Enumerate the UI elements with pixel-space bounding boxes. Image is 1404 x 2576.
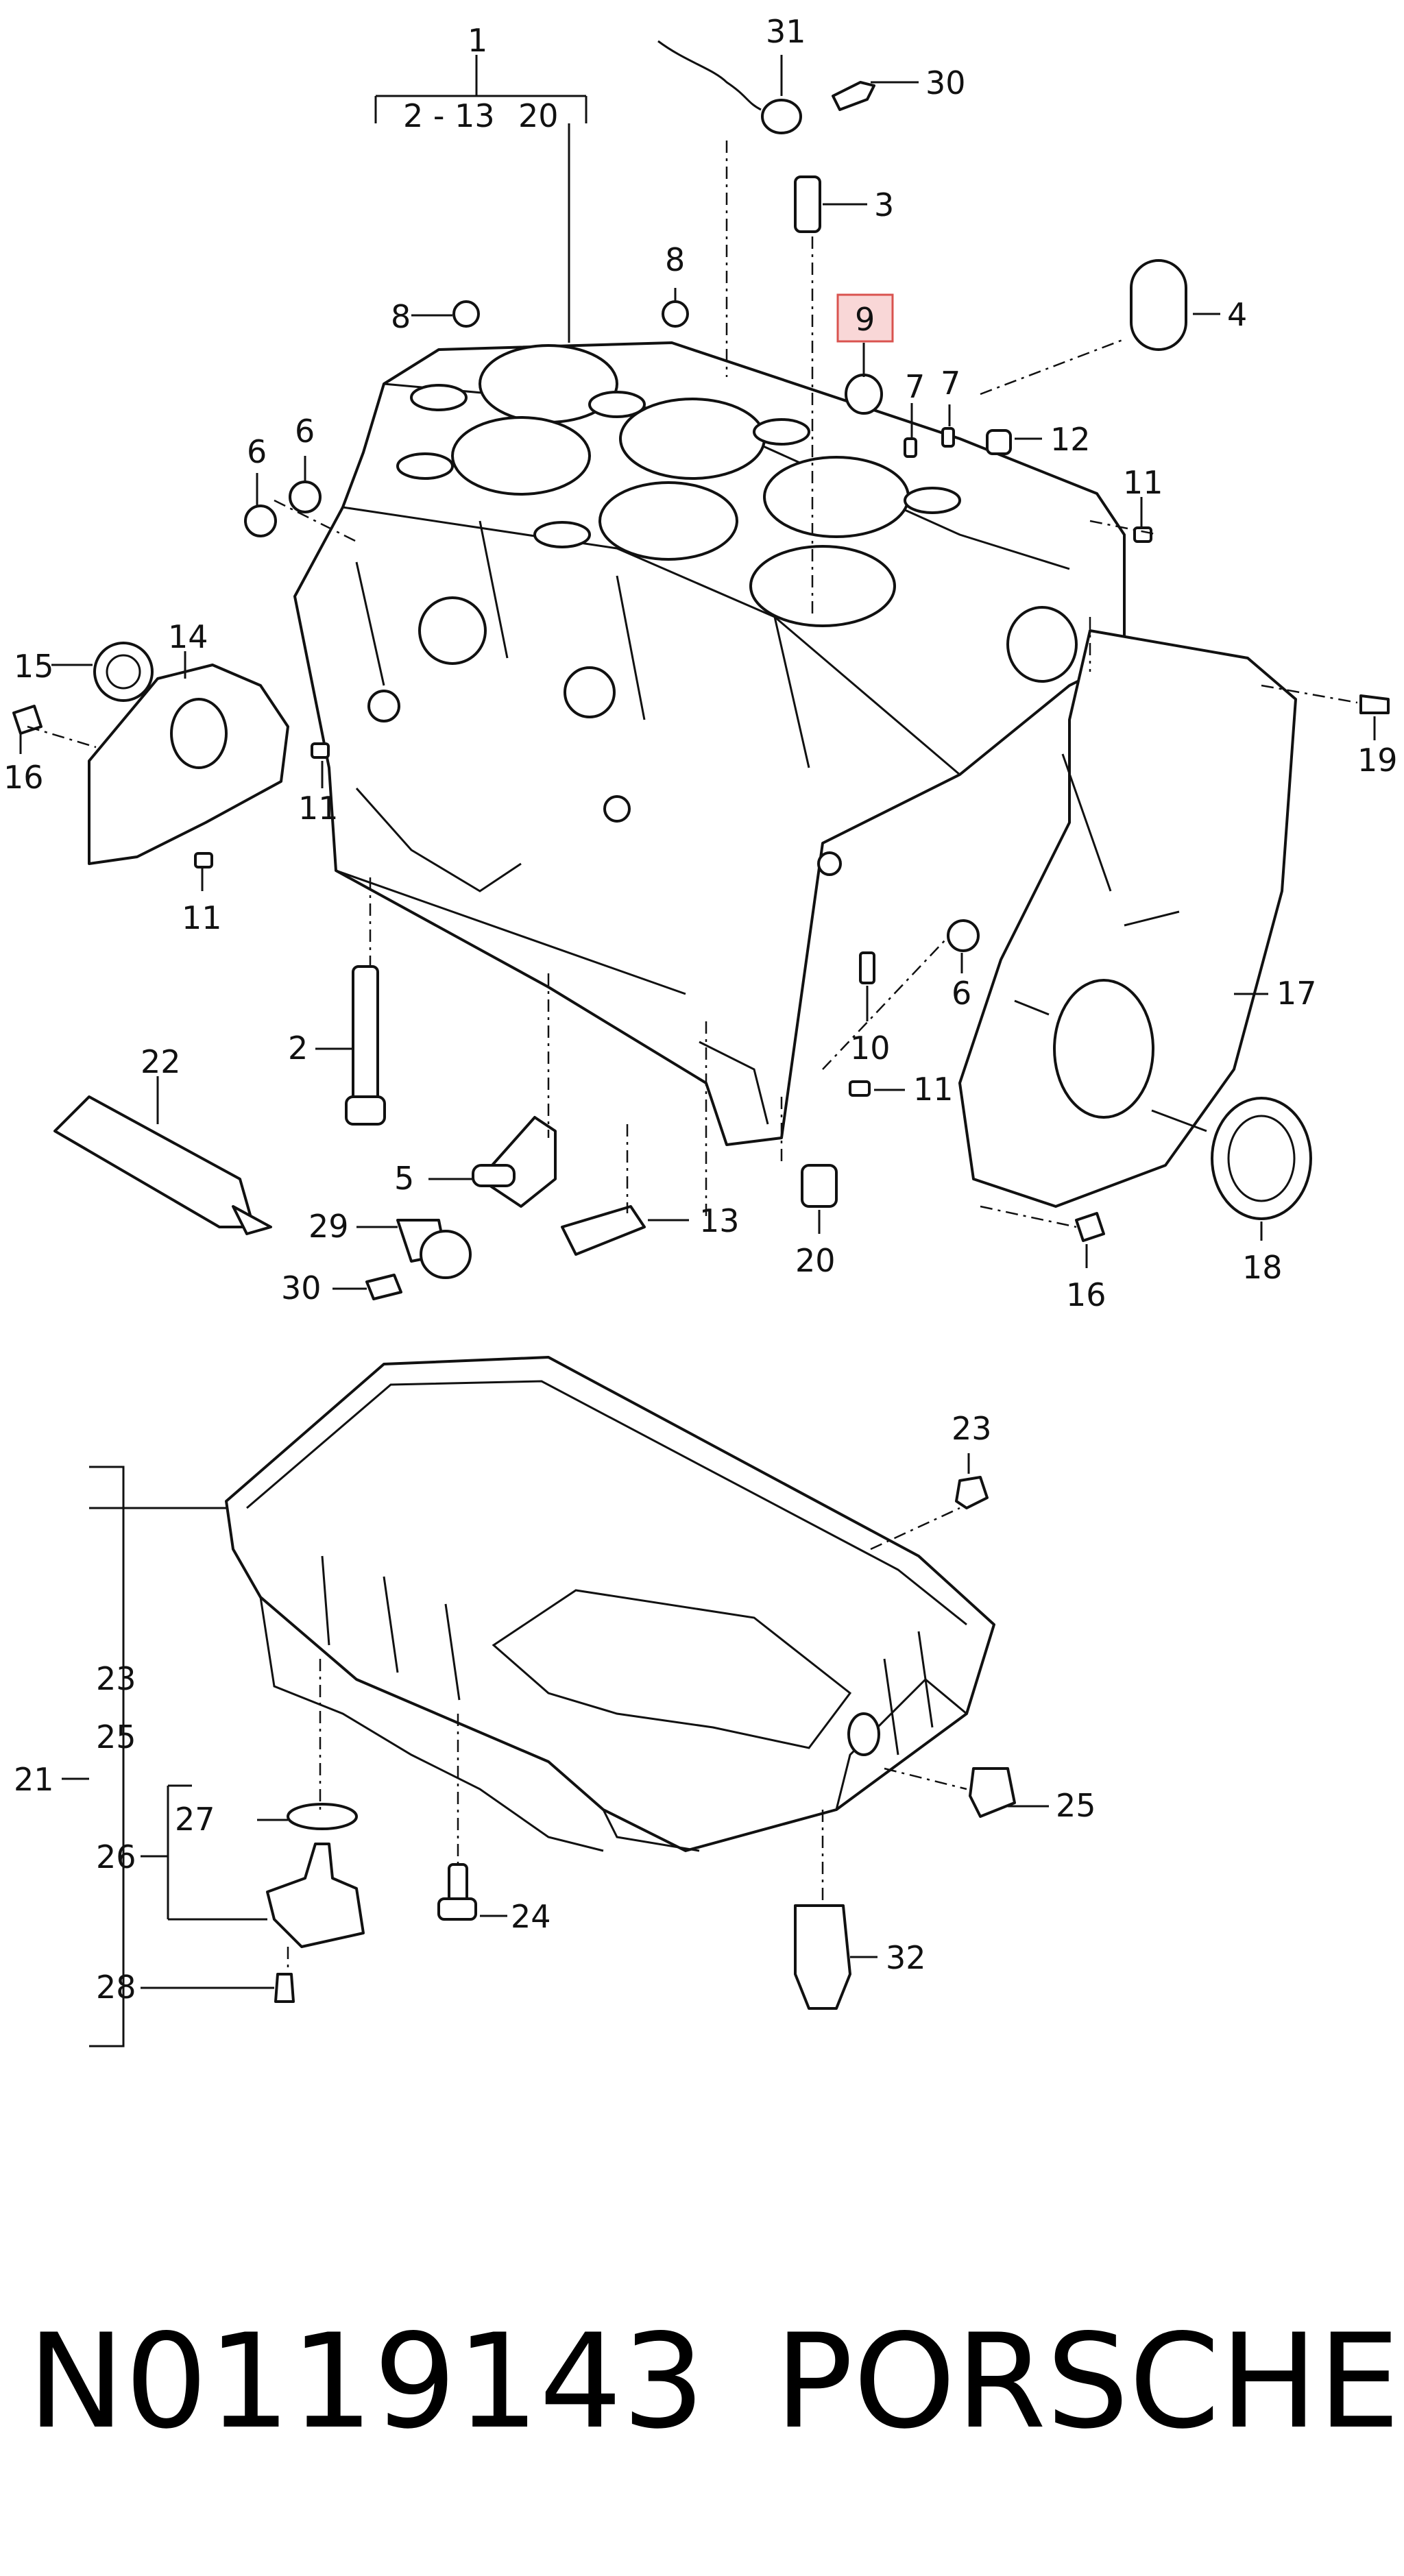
- callout-20-top: 20: [518, 97, 559, 134]
- callout-15: 15: [14, 648, 54, 685]
- footer-brand: PORSCHE: [775, 2306, 1400, 2457]
- plug-8b: [662, 300, 689, 328]
- callout-16-right: 16: [1066, 1276, 1106, 1313]
- timing-cover-seal-bore: [1053, 979, 1154, 1119]
- knock-sensor-top: [761, 99, 802, 134]
- pin-11a: [1133, 526, 1152, 543]
- callout-27: 27: [175, 1801, 215, 1838]
- bolt-19: [1359, 694, 1390, 714]
- leader-lines: [19, 55, 1376, 2048]
- dowel-20: [801, 1164, 838, 1208]
- plug-25: [969, 1767, 1016, 1818]
- pin-7b: [941, 427, 955, 448]
- bolt-30-bottom: [365, 1274, 402, 1300]
- callout-11-left: 11: [298, 790, 339, 827]
- pin-11d: [849, 1080, 871, 1097]
- callout-11-bottom-right: 11: [913, 1071, 954, 1108]
- callout-23-side: 23: [96, 1660, 136, 1697]
- rear-seal: [1211, 1097, 1312, 1220]
- callout-8-left: 8: [391, 298, 411, 335]
- callout-31: 31: [766, 13, 806, 50]
- pin-10: [859, 951, 875, 984]
- pin-11c: [194, 852, 213, 868]
- callout-6-left: 6: [247, 433, 267, 470]
- callout-labels: 1 2 - 13 20 31 30 3 9 8 8 4 7 7 12 6 6 1…: [3, 13, 1398, 2006]
- callout-21: 21: [14, 1761, 54, 1798]
- bolt-28: [274, 1973, 295, 2003]
- callout-25-side: 25: [96, 1718, 136, 1755]
- front-seal: [93, 642, 154, 702]
- plug-6a: [244, 505, 277, 537]
- pin-7a: [904, 437, 917, 458]
- callout-18: 18: [1242, 1249, 1283, 1286]
- knock-sensor-cable: [657, 40, 762, 111]
- bolt-16-left: [12, 705, 43, 735]
- callout-28: 28: [96, 1969, 136, 2006]
- callout-19: 19: [1357, 742, 1398, 779]
- callout-7-left: 7: [905, 368, 925, 405]
- plug-12: [986, 429, 1012, 455]
- callout-2: 2: [288, 1030, 308, 1067]
- callout-16-left: 16: [3, 759, 44, 796]
- callout-20: 20: [795, 1242, 836, 1279]
- callout-9: 9: [855, 301, 875, 338]
- bolt-16-right: [1075, 1212, 1105, 1242]
- callout-8-right: 8: [665, 241, 685, 278]
- callout-24: 24: [511, 1898, 551, 1935]
- bolt-30-top: [832, 81, 875, 111]
- callout-17: 17: [1276, 975, 1317, 1012]
- highlight-box-9: [836, 293, 894, 343]
- plug-9: [845, 374, 883, 415]
- timing-cover: [958, 629, 1297, 1208]
- plug-6c: [947, 919, 980, 952]
- callout-4: 4: [1227, 296, 1247, 333]
- sealant-tube: [53, 1095, 255, 1228]
- oil-pan: [225, 1356, 995, 1852]
- pin-11b: [311, 742, 330, 759]
- callout-29: 29: [308, 1208, 349, 1245]
- callout-7-right: 7: [941, 365, 960, 402]
- callout-32: 32: [886, 1939, 926, 1976]
- callout-14: 14: [168, 618, 208, 655]
- callout-11-top-right: 11: [1123, 464, 1163, 501]
- oil-spray-jet: [479, 1116, 557, 1208]
- callout-30-top: 30: [925, 64, 966, 101]
- plug-8a: [452, 300, 480, 328]
- drain-plug: [955, 1476, 989, 1509]
- callout-11-bottom-left: 11: [182, 899, 222, 936]
- pin-13: [561, 1205, 646, 1256]
- callout-2-13: 2 - 13: [403, 97, 495, 134]
- callout-23-top: 23: [952, 1410, 992, 1447]
- oil-level-sensor: [266, 1843, 365, 1948]
- callout-30-bottom: 30: [281, 1269, 322, 1307]
- callout-3: 3: [874, 186, 894, 223]
- o-ring: [287, 1803, 358, 1830]
- engine-block: [293, 341, 1126, 1146]
- cap-4: [1130, 259, 1187, 351]
- plug-6b: [289, 481, 322, 513]
- footer-part-number: N0119143: [27, 2306, 705, 2457]
- callout-25: 25: [1056, 1787, 1096, 1824]
- callout-5: 5: [394, 1160, 414, 1197]
- callout-22: 22: [141, 1043, 181, 1080]
- dowel-sleeve: [794, 175, 821, 233]
- callout-10: 10: [850, 1030, 891, 1067]
- callout-6-right: 6: [952, 975, 971, 1012]
- callout-26: 26: [96, 1838, 136, 1875]
- connector-32: [794, 1904, 851, 2010]
- callout-13: 13: [699, 1202, 740, 1239]
- callout-1: 1: [468, 22, 487, 59]
- callout-12: 12: [1050, 421, 1091, 458]
- callout-6-mid: 6: [295, 413, 315, 450]
